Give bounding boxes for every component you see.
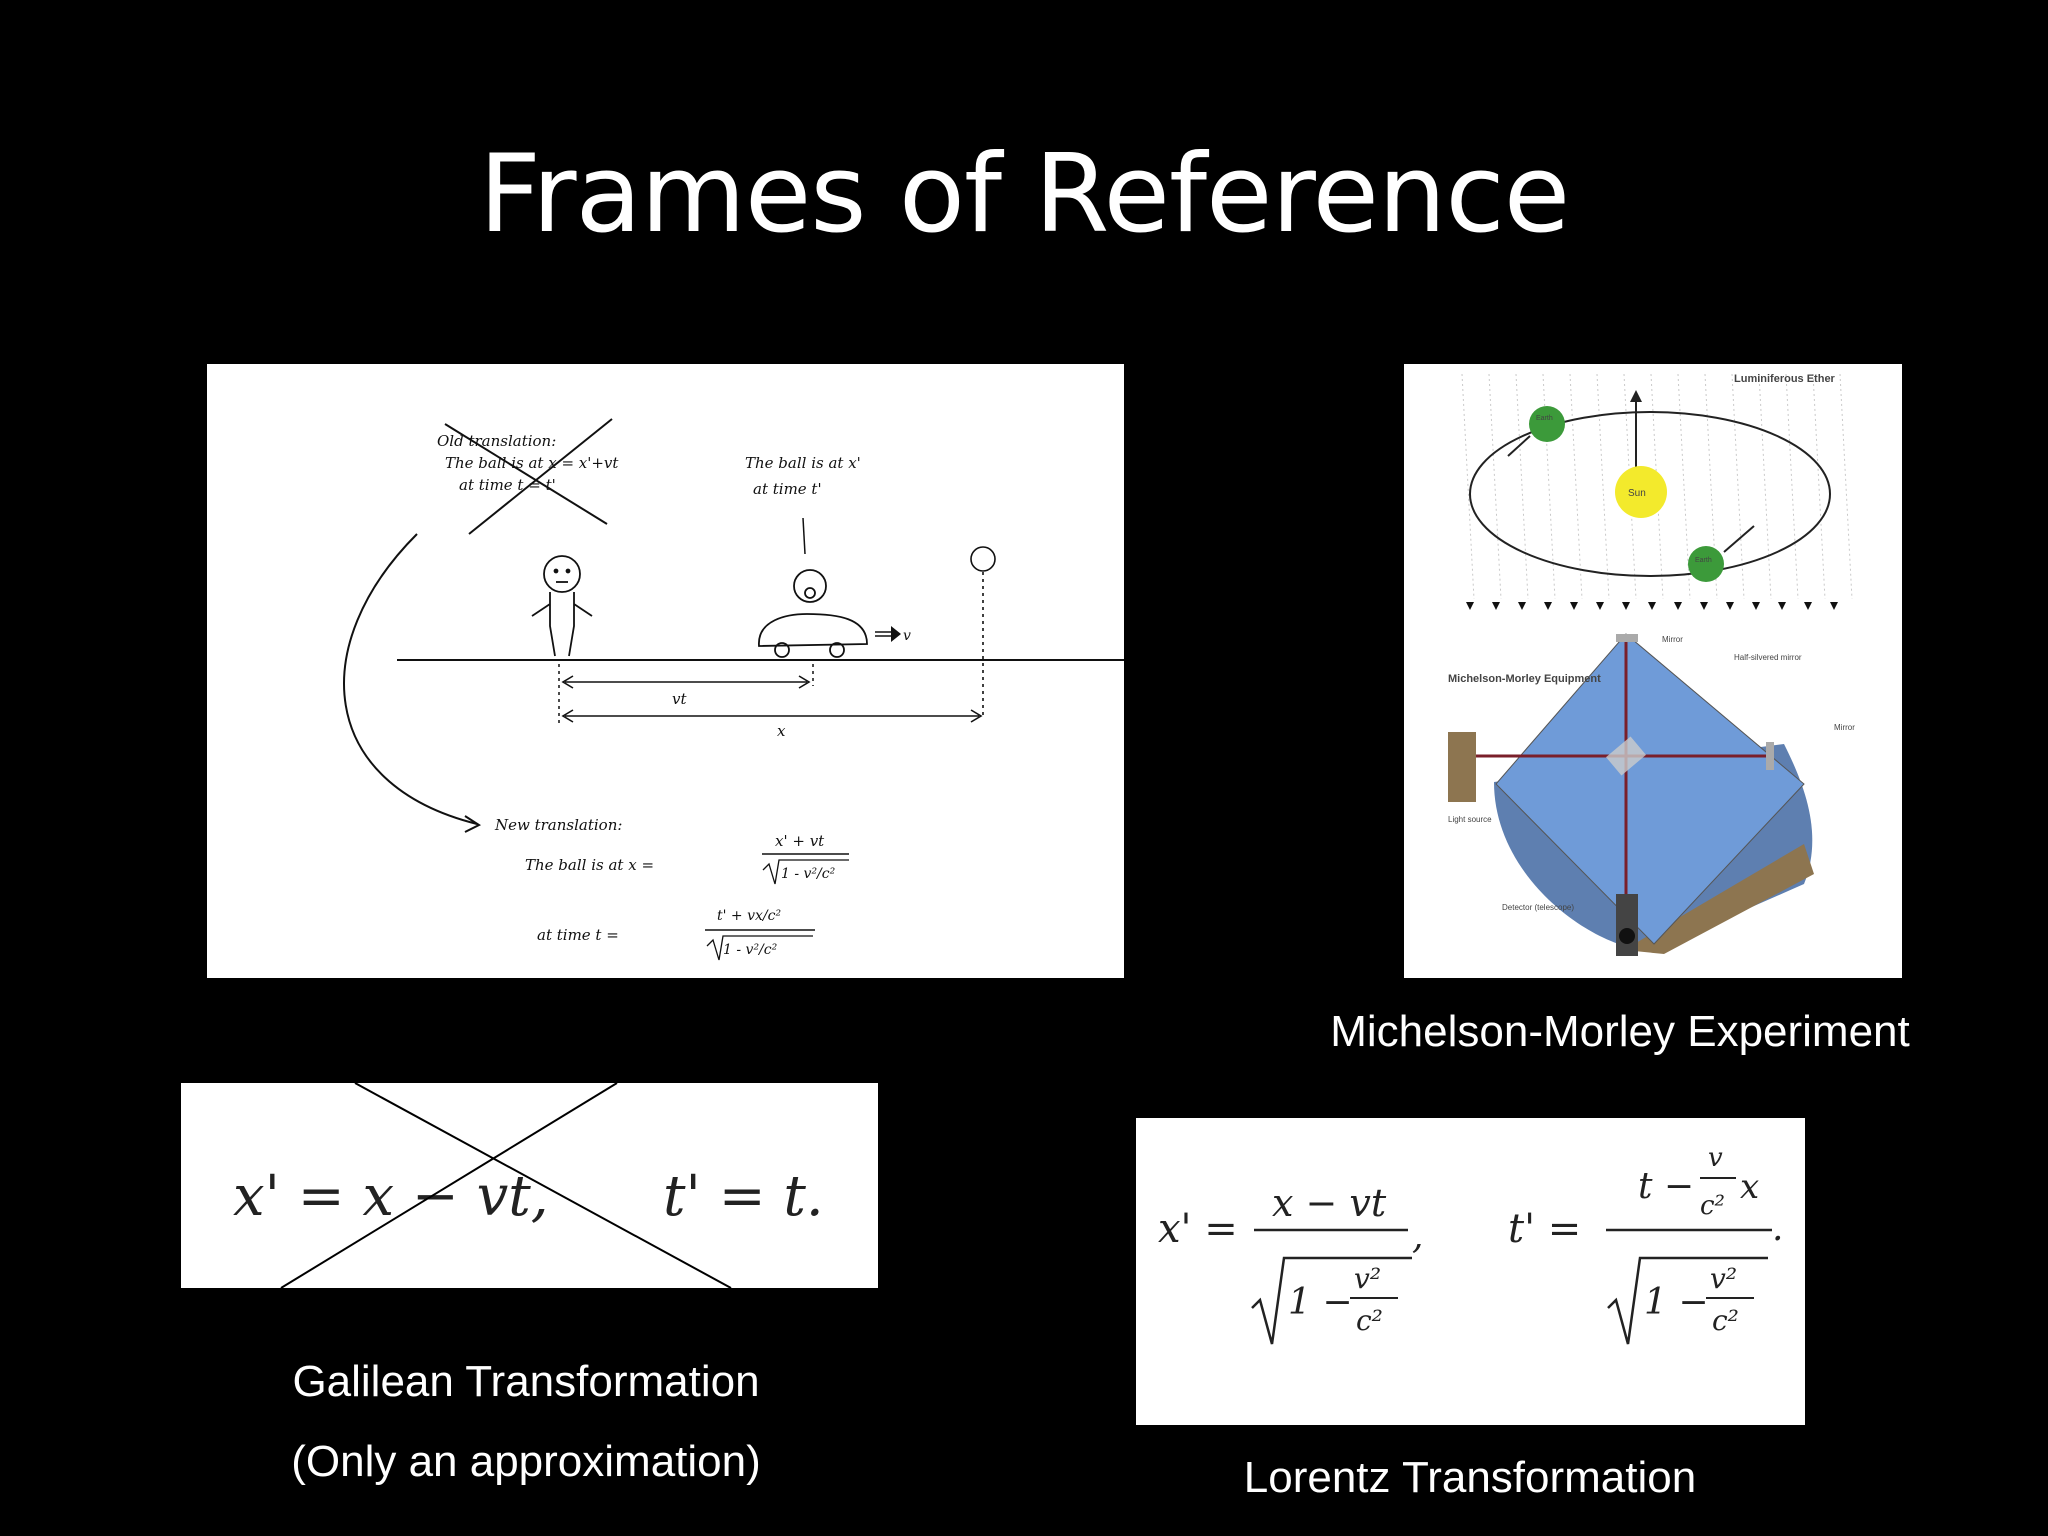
light-source-label: Light source [1448, 815, 1492, 824]
michelson-morley-diagram: Luminiferous Ether Sun Earth Earth [1448, 373, 1855, 956]
curved-arrow-head [464, 815, 482, 833]
comma: , [1412, 1216, 1423, 1257]
mirror-top-label: Mirror [1662, 635, 1683, 644]
relativity-sketch-panel: Old translation: The ball is at x = x'+v… [207, 364, 1124, 978]
old-translation-line1: The ball is at x = x'+vt [445, 454, 619, 472]
galilean-t-equation: t' = t. [663, 1164, 824, 1229]
wood-edge [1624, 844, 1814, 954]
detector-lens [1619, 928, 1635, 944]
sun-label: Sun [1628, 488, 1646, 499]
lorentz-x-den-one: 1 − [1288, 1282, 1353, 1323]
sun-icon [1615, 466, 1667, 518]
ball-label-line2: at time t' [753, 480, 822, 498]
cross-out-line [354, 1082, 732, 1289]
old-translation-label: Old translation: [437, 432, 556, 450]
michelson-morley-panel: Luminiferous Ether Sun Earth Earth [1404, 364, 1902, 978]
velocity-arrow-head [891, 626, 901, 642]
x-measure-arrows [561, 709, 983, 723]
lorentz-equation: x' = x − vt 1 − v² c² , t' = t − v c² x … [1158, 1143, 1783, 1345]
lorentz-equation-panel: x' = x − vt 1 − v² c² , t' = t − v c² x … [1136, 1118, 1805, 1425]
half-silvered-label: Half-silvered mirror [1734, 653, 1802, 662]
half-silvered-mirror-icon [1606, 736, 1646, 776]
sun-arrow-head [1630, 390, 1642, 402]
michelson-morley-caption: Michelson-Morley Experiment [1330, 1007, 1910, 1056]
detector-label: Detector (telescope) [1502, 903, 1574, 912]
cross-out-line [444, 423, 608, 525]
equipment-table [1495, 633, 1805, 945]
detector-icon [1616, 894, 1638, 956]
cross-out-line [468, 418, 613, 535]
lorentz-t-den-one: 1 − [1644, 1282, 1709, 1323]
lorentz-t-den-c: c² [1712, 1304, 1739, 1337]
new-translation-line2: at time t = [537, 926, 619, 944]
orbit-arrow [1507, 435, 1531, 457]
sqrt-sign [762, 859, 849, 885]
new-fraction2-denominator: 1 - v²/c² [723, 942, 778, 958]
earth-icon [1529, 406, 1565, 442]
stick-person-icon [531, 555, 593, 657]
lorentz-t-num-x: x [1740, 1167, 1759, 1207]
vt-measure-arrows [561, 675, 811, 689]
sqrt-sign [1251, 1256, 1412, 1345]
x-label: x [777, 722, 786, 740]
galilean-equation: x' = x − vt, t' = t. [233, 1082, 824, 1289]
lorentz-caption: Lorentz Transformation [1243, 1453, 1697, 1502]
label-pointer [802, 517, 806, 555]
lorentz-x-den-c: c² [1356, 1304, 1383, 1337]
lorentz-x-lhs: x' = [1158, 1206, 1238, 1252]
lorentz-t-num-a: t − [1638, 1166, 1694, 1207]
lorentz-t-den-v: v² [1710, 1262, 1737, 1295]
ether-arrow-row [1466, 602, 1838, 610]
ball-label-line1: The ball is at x' [745, 454, 861, 472]
lorentz-t-num-c: c² [1700, 1191, 1725, 1221]
orbit-ellipse [1469, 411, 1831, 577]
galilean-caption: Galilean Transformation [292, 1357, 760, 1406]
mirror-top-icon [1616, 634, 1638, 642]
car-icon [758, 569, 868, 658]
new-fraction2-numerator: t' + vx/c² [717, 908, 781, 924]
vt-label: vt [672, 690, 687, 708]
new-fraction1-numerator: x' + vt [775, 832, 825, 850]
lorentz-t-lhs: t' = [1508, 1206, 1581, 1252]
new-translation-line1: The ball is at x = [525, 856, 654, 874]
slide-title: Frames of Reference [478, 132, 1570, 257]
galilean-equation-panel: x' = x − vt, t' = t. [181, 1082, 878, 1289]
galilean-caption-note: (Only an approximation) [291, 1437, 761, 1486]
new-translation-label: New translation: [494, 816, 622, 834]
old-translation-line2: at time t = t' [459, 476, 556, 494]
mirror-right-icon [1766, 742, 1774, 770]
ball-icon [970, 546, 996, 716]
velocity-label: v [903, 628, 911, 644]
curved-arrow [343, 533, 478, 825]
lorentz-x-den-v: v² [1354, 1262, 1381, 1295]
earth-icon [1688, 546, 1724, 582]
orbit-arrow [1723, 525, 1755, 553]
equipment-label: Michelson-Morley Equipment [1448, 673, 1601, 685]
earth-label: Earth [1695, 557, 1712, 564]
lorentz-x-numerator: x − vt [1272, 1181, 1387, 1225]
new-fraction1-denominator: 1 - v²/c² [781, 866, 836, 882]
period: . [1772, 1208, 1783, 1249]
relativity-sketch: Old translation: The ball is at x = x'+v… [343, 418, 1124, 961]
earth-label: Earth [1536, 415, 1553, 422]
light-source-icon [1448, 732, 1476, 802]
lorentz-t-num-v: v [1708, 1143, 1723, 1173]
sqrt-sign [1607, 1256, 1768, 1345]
sqrt-sign [706, 935, 813, 961]
mirror-right-label: Mirror [1834, 723, 1855, 732]
ether-label: Luminiferous Ether [1734, 373, 1836, 385]
cross-out-line [280, 1082, 618, 1289]
galilean-x-equation: x' = x − vt, [233, 1164, 549, 1229]
